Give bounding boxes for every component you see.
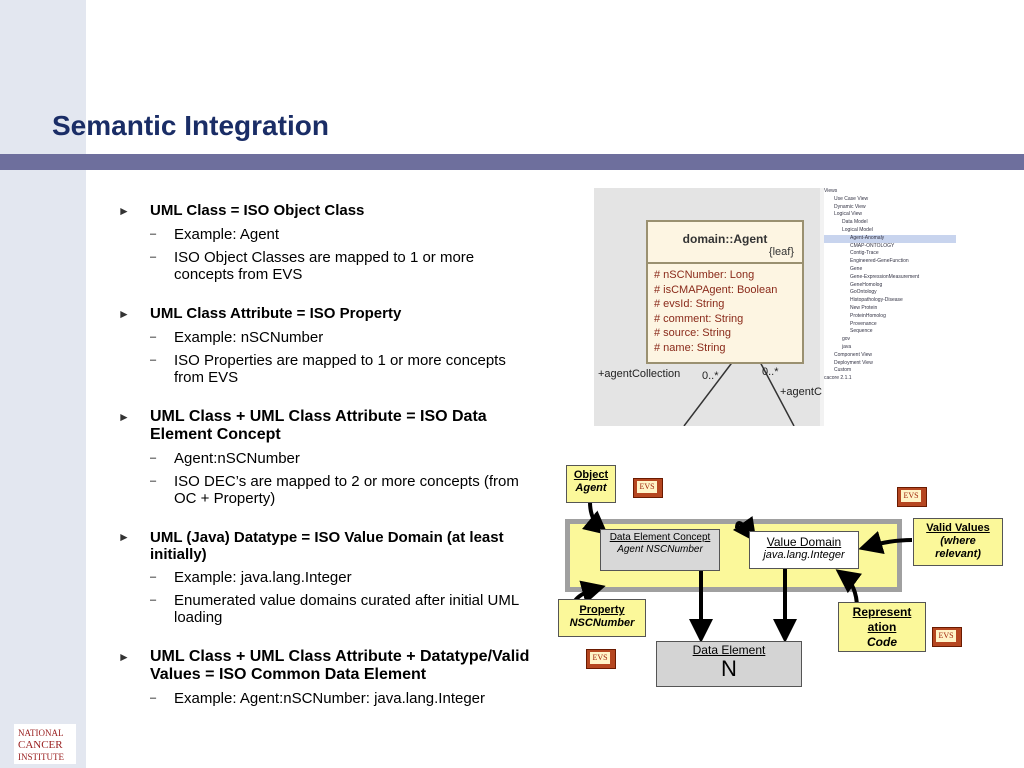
- uml-stereotype: {leaf}: [768, 246, 794, 258]
- svg-text:CANCER: CANCER: [18, 739, 63, 751]
- tree-item: Data Model: [842, 219, 868, 226]
- tree-item: Agent-Anomaly: [824, 234, 956, 243]
- svg-text:INSTITUTE: INSTITUTE: [18, 752, 64, 762]
- bullet-5: ►UML Class + UML Class Attribute + Datat…: [118, 648, 530, 683]
- uml-attribute: # evsId: String: [654, 298, 725, 310]
- sub-bullet: –ISO Properties are mapped to 1 or more …: [150, 352, 506, 386]
- model-tree: Views Use Case View Dynamic View Logical…: [824, 188, 956, 426]
- tree-item: New Protein: [850, 304, 878, 311]
- sub-bullet: –Example: nSCNumber: [150, 329, 324, 346]
- svg-text:NATIONAL: NATIONAL: [18, 728, 64, 738]
- property-node: Property NSCNumber: [558, 599, 646, 637]
- uml-attribute: # isCMAPAgent: Boolean: [654, 283, 778, 296]
- page-title: Semantic Integration: [52, 110, 329, 141]
- tree-item: CMAP-ONTOLOGY: [850, 242, 895, 249]
- sub-bullet: –Example: Agent:nSCNumber: java.lang.Int…: [150, 690, 486, 707]
- bullet-arrow-icon: ►: [118, 307, 130, 321]
- nci-logo-icon: NATIONAL CANCER INSTITUTE: [14, 724, 76, 764]
- uml-role-left: +agentCollection: [598, 368, 681, 380]
- tree-item: Custom: [834, 367, 852, 374]
- bullet-arrow-icon: ►: [118, 204, 130, 218]
- uml-attribute: # name: String: [654, 341, 726, 354]
- tree-item: gov: [842, 336, 851, 343]
- uml-class-box: domain::Agent {leaf} # nSCNumber: Long #…: [646, 220, 804, 364]
- bullet-3: ►UML Class + UML Class Attribute = ISO D…: [118, 408, 487, 443]
- tree-item: Provenance: [850, 320, 877, 327]
- tree-item: GoOntology: [850, 289, 877, 296]
- bullet-4: ►UML (Java) Datatype = ISO Value Domain …: [118, 529, 504, 563]
- tree-item: ProteinHomolog: [850, 312, 886, 319]
- object-node: Object Agent: [566, 465, 616, 503]
- sub-bullet: –Example: java.lang.Integer: [150, 569, 352, 586]
- tree-item: java: [842, 343, 852, 350]
- left-band: [0, 0, 86, 768]
- evs-book-icon: EVS: [897, 487, 927, 507]
- uml-screenshot: domain::Agent {leaf} # nSCNumber: Long #…: [594, 188, 956, 426]
- data-element-node: Data Element N: [656, 641, 802, 687]
- evs-book-icon: EVS: [633, 478, 663, 498]
- uml-attribute: # source: String: [654, 327, 732, 339]
- tree-item: Use Case View: [834, 195, 869, 202]
- tree-item: GeneHomolog: [850, 281, 883, 288]
- tree-item: Views: [824, 188, 838, 194]
- tree-item: Engineered-GeneFunction: [850, 258, 909, 265]
- sub-bullet: –Agent:nSCNumber: [150, 450, 300, 467]
- representation-node: Representation Code: [838, 602, 926, 652]
- uml-attribute: # comment: String: [654, 312, 744, 325]
- uml-attribute: # nSCNumber: Long: [654, 269, 755, 281]
- evs-book-icon: EVS: [932, 627, 962, 647]
- tree-item: Logical View: [834, 211, 862, 218]
- uml-mult-left: 0..*: [702, 370, 719, 382]
- title-rule: [0, 154, 1024, 170]
- tree-item: Sequence: [850, 328, 873, 335]
- bullet-1: ►UML Class = ISO Object Class: [118, 202, 365, 219]
- bullet-list: ►UML Class = ISO Object Class –Example: …: [118, 202, 538, 707]
- sub-bullet: –ISO Object Classes are mapped to 1 or m…: [150, 249, 475, 283]
- bullet-2: ►UML Class Attribute = ISO Property: [118, 305, 402, 322]
- tree-item: Gene: [850, 265, 863, 272]
- tree-item: Deployment View: [834, 359, 873, 366]
- tree-item: Logical Model: [842, 226, 873, 233]
- valid-values-node: Valid Values (where relevant): [913, 518, 1003, 566]
- sub-bullet: –ISO DEC’s are mapped to 2 or more conce…: [150, 473, 519, 507]
- tree-item: Dynamic View: [834, 203, 866, 210]
- sub-bullet: –Enumerated value domains curated after …: [150, 592, 519, 626]
- tree-item: Gene-ExpressionMeasurement: [850, 273, 920, 280]
- tree-item: Histopathology-Disease: [850, 297, 903, 304]
- tree-item: Contig-Trace: [850, 250, 879, 257]
- uml-mult-right: 0..*: [762, 366, 779, 378]
- tree-item: Component View: [834, 351, 872, 358]
- sub-bullet: –Example: Agent: [150, 226, 280, 243]
- bullet-arrow-icon: ►: [118, 410, 130, 424]
- uml-role-right: +agentC: [780, 386, 822, 398]
- dec-node: Data Element Concept Agent NSCNumber: [600, 529, 720, 571]
- value-domain-node: Value Domain java.lang.Integer: [749, 531, 859, 569]
- uml-class-name: domain::Agent: [682, 232, 768, 246]
- bullet-arrow-icon: ►: [118, 530, 130, 544]
- bullet-arrow-icon: ►: [118, 650, 130, 664]
- evs-book-icon: EVS: [586, 649, 616, 669]
- tree-item: cacore 2.1.1: [824, 375, 852, 382]
